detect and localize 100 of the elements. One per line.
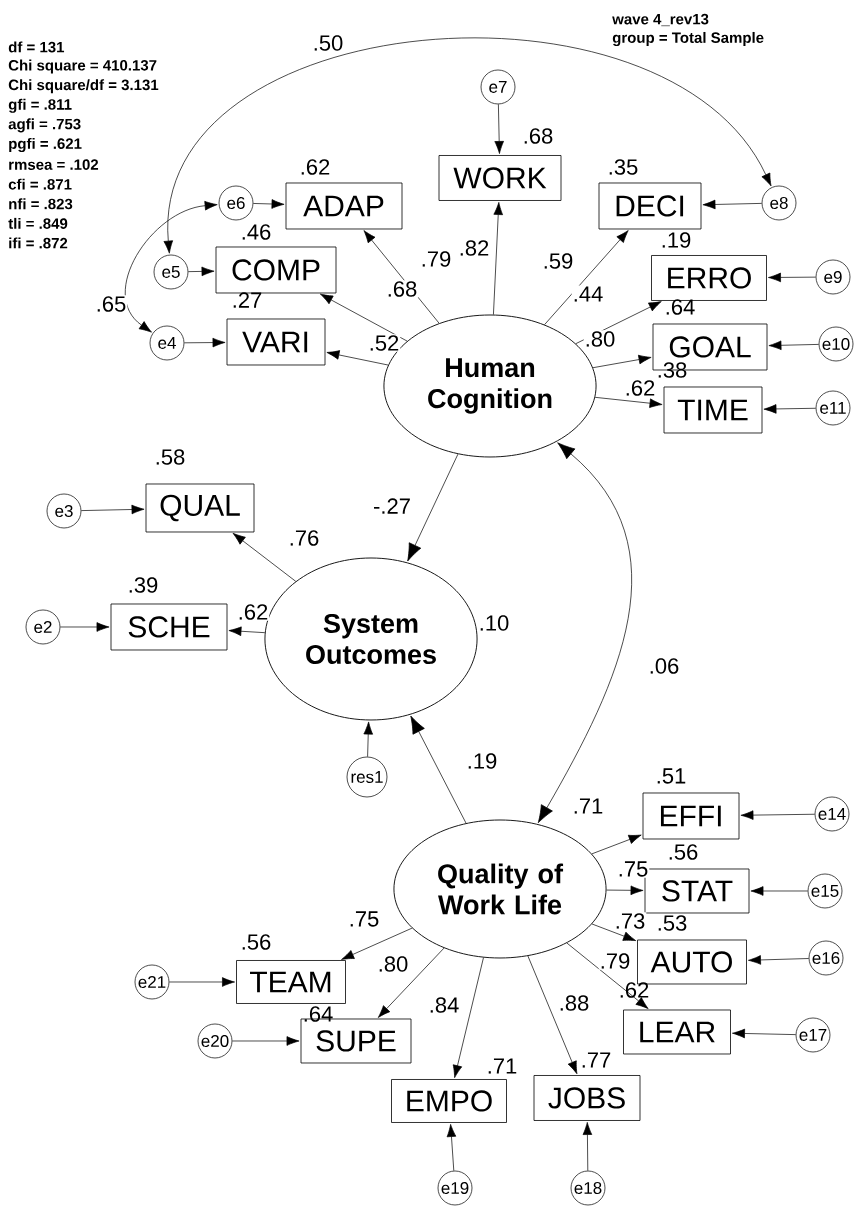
measured-variable-box: TIME	[663, 386, 763, 434]
path-arrow	[60, 622, 110, 632]
r-squared-label: .56	[242, 934, 271, 950]
coefficient-label: .79	[598, 952, 632, 970]
path-arrow	[377, 947, 445, 1018]
coefficient-label: .52	[367, 334, 401, 352]
path-arrow	[446, 1124, 457, 1172]
path-arrow	[702, 199, 762, 210]
coefficient-label: -.27	[372, 497, 412, 515]
r-squared-label: .56	[669, 844, 698, 860]
fit-statistic: rmsea = .102	[9, 159, 99, 170]
coefficient-label: .75	[347, 910, 381, 928]
path-arrow	[740, 810, 815, 820]
r-squared-label: .19	[662, 232, 691, 248]
path-arrow	[188, 266, 215, 277]
measured-variable-box: SCHE	[110, 603, 228, 651]
path-arrow	[494, 104, 504, 154]
measured-variable-box: TEAM	[236, 960, 346, 1004]
path-arrow	[363, 721, 373, 757]
path-arrow	[566, 942, 649, 1009]
path-arrow	[81, 504, 145, 515]
r-squared-label: .77	[582, 1052, 611, 1068]
fit-statistic: Chi square/df = 3.131	[8, 79, 159, 94]
coefficient-label: .79	[419, 250, 453, 268]
path-arrow	[591, 923, 637, 941]
covariance-arrow	[124, 200, 218, 333]
coefficient-label: .71	[571, 797, 605, 815]
coefficient-label: .76	[287, 529, 321, 547]
fit-statistic: Chi square = 410.137	[8, 59, 157, 74]
fit-statistic: agfi = .753	[8, 118, 81, 133]
path-arrow	[407, 453, 459, 562]
coefficient-label: .82	[457, 239, 491, 257]
path-arrow	[768, 340, 819, 351]
path-arrow	[594, 396, 663, 408]
coefficient-label: .80	[583, 330, 617, 348]
path-arrow	[606, 885, 644, 896]
path-arrow	[768, 272, 816, 283]
path-arrow	[232, 532, 297, 582]
path-arrow	[750, 886, 808, 896]
path-arrow	[582, 1122, 593, 1171]
path-arrow	[169, 977, 235, 987]
r-squared-label: .53	[658, 915, 687, 931]
fit-statistic: nfi = .823	[9, 198, 73, 210]
coefficient-label: .84	[427, 996, 461, 1014]
path-arrow	[320, 293, 408, 342]
path-arrow	[763, 404, 816, 414]
fit-statistic: ifi = .872	[9, 237, 68, 249]
path-arrow	[341, 927, 413, 960]
coefficient-label: .62	[623, 379, 657, 397]
measured-variable-box: DECI	[598, 182, 702, 230]
covariance-arrow	[163, 37, 772, 254]
path-arrow	[452, 957, 484, 1078]
measured-variable-box: EFFI	[642, 792, 740, 840]
r-squared-label: .58	[156, 449, 185, 465]
measured-variable-box: WORK	[438, 155, 562, 201]
measured-variable-box: EMPO	[391, 1079, 507, 1123]
measured-variable-box: LEAR	[623, 1009, 731, 1055]
r-squared-label: .35	[609, 159, 638, 175]
path-arrow	[591, 834, 642, 855]
r-squared-label: .64	[666, 299, 695, 315]
path-arrow	[326, 350, 389, 366]
measured-variable-box: ADAP	[285, 182, 403, 230]
coefficient-label: .65	[94, 295, 128, 313]
fit-statistic: tli = .849	[8, 217, 68, 229]
covariance-arrow	[537, 442, 632, 824]
fit-statistic: cfi = .871	[8, 178, 72, 190]
r-squared-label: .46	[242, 224, 271, 240]
measured-variable-box: VARI	[226, 318, 326, 366]
measured-variable-box: JOBS	[533, 1075, 641, 1121]
coefficient-label: .44	[571, 285, 605, 303]
path-arrow	[748, 955, 809, 965]
measured-variable-box: QUAL	[145, 483, 255, 533]
r-squared-label: .71	[488, 1058, 517, 1074]
coefficient-label: .19	[465, 752, 499, 770]
path-arrow	[232, 1036, 300, 1046]
fit-statistic: gfi = .811	[8, 98, 72, 113]
model-note: wave 4_rev13	[612, 13, 709, 27]
r-squared-label: .62	[301, 159, 330, 175]
r-squared-label: .39	[129, 577, 158, 593]
r-squared-label: .51	[657, 768, 686, 784]
path-arrow	[527, 955, 578, 1075]
path-arrow	[732, 1028, 796, 1039]
coefficient-label: .59	[541, 252, 575, 270]
path-arrow	[253, 199, 285, 209]
model-note: group = Total Sample	[612, 31, 764, 46]
coefficient-label: .88	[557, 994, 591, 1012]
r-squared-label: .27	[233, 292, 262, 308]
path-arrow	[493, 202, 503, 315]
fit-statistic: pgfi = .621	[9, 137, 82, 152]
path-arrow	[410, 715, 467, 824]
path-arrow	[544, 230, 629, 325]
coefficient-label: .68	[385, 280, 419, 298]
r-squared-label: .68	[524, 128, 553, 144]
r-squared-label: .38	[658, 362, 687, 378]
coefficient-label: .50	[311, 34, 345, 52]
fit-statistic: df = 131	[8, 41, 65, 53]
r-squared-label: .10	[480, 615, 509, 631]
coefficient-label: .73	[613, 912, 647, 930]
path-arrow	[228, 626, 266, 636]
path-arrow	[592, 354, 652, 369]
